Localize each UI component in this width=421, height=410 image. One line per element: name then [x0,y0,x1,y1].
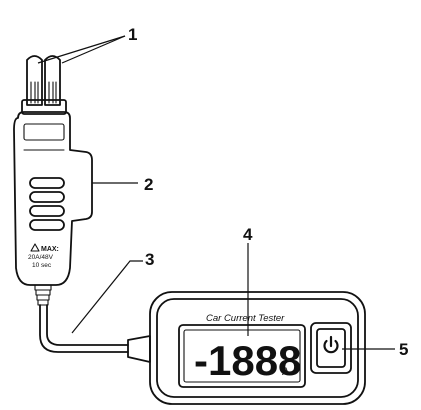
leader-line-3 [71,260,143,334]
leader-lines [37,35,395,350]
lcd-display: -1888 A [178,324,306,388]
display-unit: A [282,366,290,378]
connecting-cable [39,304,151,363]
warning-duration-text: 10 sec [32,262,52,269]
leader-line-1b [61,35,126,64]
warning-max-text: MAX: [41,246,59,253]
callout-2: 2 [144,175,153,194]
leader-line-1a [37,35,126,64]
fuse-blade-prongs [21,55,67,115]
callout-4: 4 [243,225,253,244]
warning-rating-text: 20A/48V [28,254,54,261]
callout-3: 3 [145,250,154,269]
warning-label: MAX: 20A/48V 10 sec [28,243,59,269]
display-reading: -1888 [194,337,301,384]
brand-label: Car Current Tester [206,313,285,324]
power-button[interactable] [310,322,352,374]
warning-triangle-icon [30,243,40,252]
power-icon [323,335,339,354]
callout-1: 1 [128,25,137,44]
callout-5: 5 [399,340,408,359]
meter-body: Car Current Tester -1888 A [149,291,366,405]
probe-body: MAX: 20A/48V 10 sec [13,111,93,306]
